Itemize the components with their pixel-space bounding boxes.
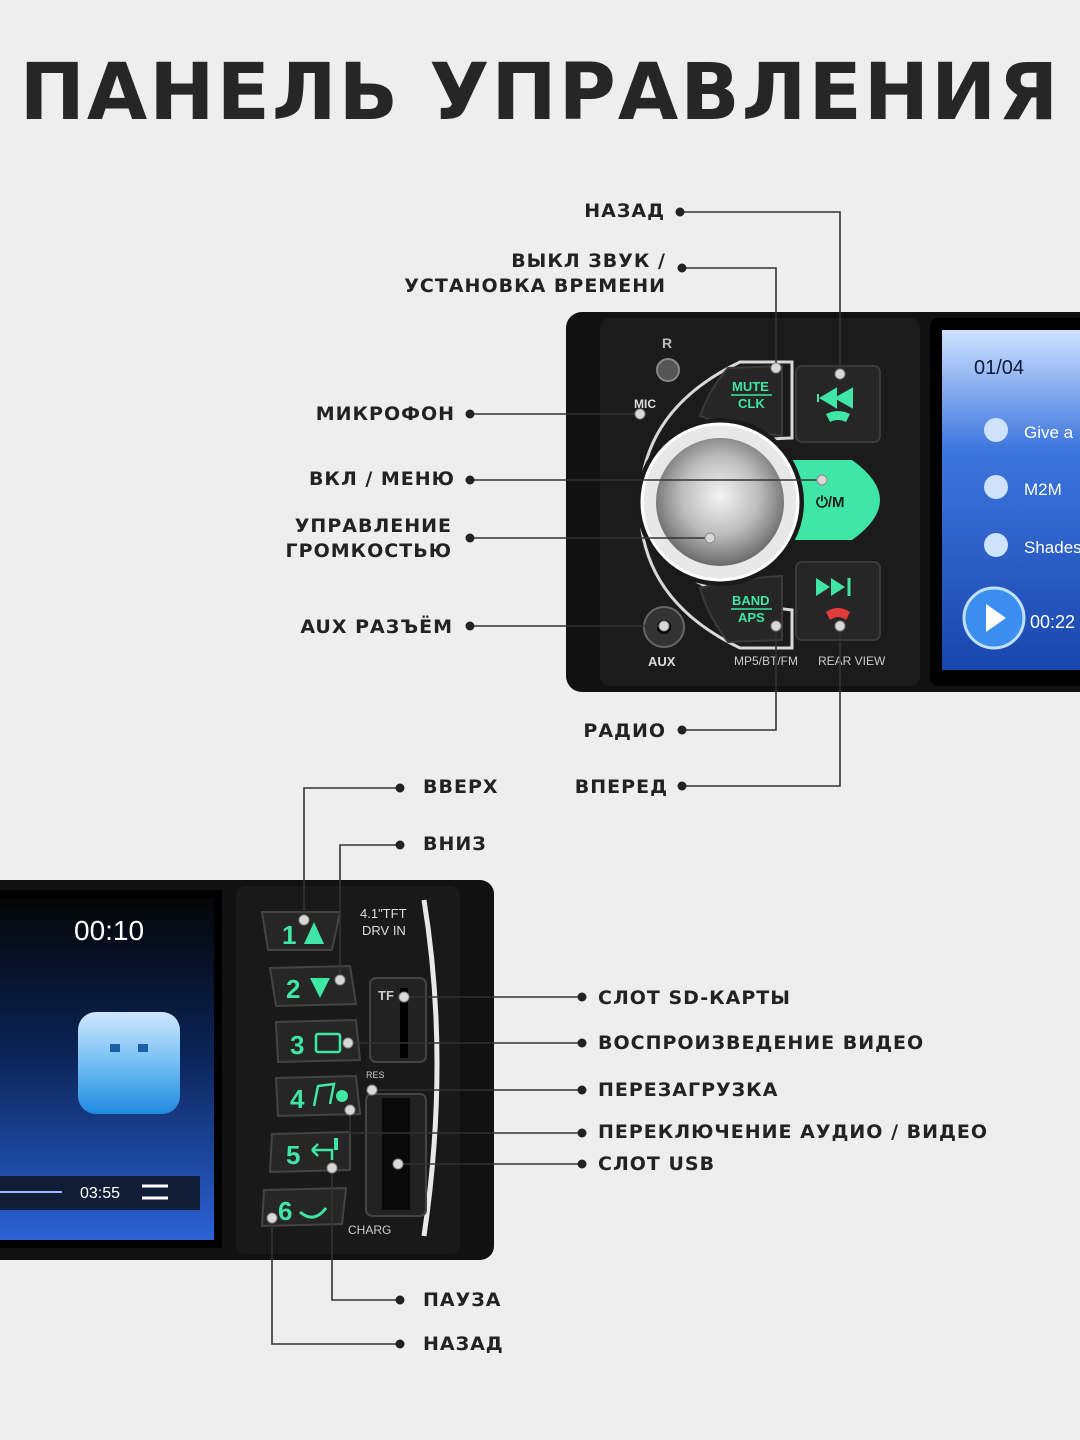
callout-reset: ПЕРЕЗАГРУЗКА [598,1079,779,1101]
screen-time: 00:22 [1030,612,1075,632]
repeat-icon [142,1184,168,1200]
callout-back-top: НАЗАД [584,200,665,222]
svg-text:CLK: CLK [738,396,765,411]
sd-card-slot[interactable] [369,977,427,1063]
bottom-head-unit: 00:10 03:55 4.1"TFT DRV IN TF RES CHARG … [0,880,494,1260]
screen-item-3: Shades [1024,538,1080,557]
tv-icon [314,1032,342,1054]
callout-pause: ПАУЗА [423,1289,502,1311]
callout-up: ВВЕРХ [423,776,499,798]
screen-track: 01/04 [974,357,1024,379]
music-note-icon [312,1082,336,1107]
volume-knob[interactable] [636,418,804,586]
ir-sensor [656,358,680,382]
button-6-back[interactable]: 6 [260,1186,348,1228]
svg-text:5: 5 [286,1140,300,1170]
phone-answer-icon [826,411,850,422]
svg-text:6: 6 [278,1196,292,1226]
mp5-label: MP5/BT/FM [734,654,798,668]
disc-icon [984,533,1008,557]
svg-text:APS: APS [738,610,765,625]
callout-volume-line1: УПРАВЛЕНИЕ [294,515,452,537]
svg-text:2: 2 [286,974,300,1004]
tft-label: 4.1"TFT [360,906,407,921]
svg-text:3: 3 [290,1030,304,1060]
callout-mute-line1: ВЫКЛ ЗВУК / [511,250,666,272]
bottom-leader-lines [271,787,582,1345]
svg-text:MUTE: MUTE [732,379,769,394]
tf-label: TF [378,988,394,1003]
rear-view-label: REAR VIEW [818,654,886,668]
svg-text:BAND: BAND [732,593,770,608]
mic-label: MIC [634,397,656,411]
svg-text:⏻/M: ⏻/M [816,494,845,511]
button-1-up[interactable]: 1 [260,911,342,951]
callout-volume-line2: ГРОМКОСТЬЮ [285,540,452,562]
screen-item-2: M2M [1024,480,1062,499]
callout-down: ВНИЗ [423,833,487,855]
button-3-video[interactable]: 3 [274,1018,362,1064]
callout-video: ВОСПРОИЗВЕДЕНИЕ ВИДЕО [598,1032,925,1054]
aux-label: AUX [648,654,676,669]
callout-power-menu: ВКЛ / МЕНЮ [308,468,455,490]
callout-usb-slot: СЛОТ USB [598,1153,716,1175]
callout-mic: МИКРОФОН [315,403,455,425]
top-leader-dots [465,207,687,791]
callout-av-switch: ПЕРЕКЛЮЧЕНИЕ АУДИО / ВИДЕО [598,1121,989,1143]
phone-hangup-icon [826,608,850,620]
svg-text:4: 4 [290,1084,305,1114]
charg-label: CHARG [348,1223,391,1237]
callout-back-bottom: НАЗАД [423,1333,504,1355]
callout-forward: ВПЕРЕД [574,776,668,798]
page-title: ПАНЕЛЬ УПРАВЛЕНИЯ [19,48,1061,138]
top-head-unit: 01/04 Give a M2M Shades 00:22 R MIC MUTE… [566,312,1080,692]
user-icon [984,475,1008,499]
button-2-down[interactable]: 2 [268,964,358,1008]
next-hangup-button[interactable] [795,561,881,641]
skip-forward-icon [816,578,845,596]
bottom-screen-duration: 03:55 [80,1185,120,1202]
top-leader-lines [470,211,841,787]
bottom-leader-dots [395,783,587,1349]
button-4-av-switch[interactable]: 4 [274,1074,362,1118]
back-arrow-icon [299,1207,328,1219]
usb-drive-icon [78,1012,180,1114]
screen-item-1: Give a [1024,423,1074,442]
bottom-screen-time: 00:10 [74,915,144,946]
button-5-pause[interactable]: 5 [268,1130,351,1174]
callout-sd-slot: СЛОТ SD-КАРТЫ [598,987,791,1009]
down-arrow-icon [310,978,330,998]
callout-mute-line2: УСТАНОВКА ВРЕМЕНИ [404,275,666,297]
svg-text:1: 1 [282,920,296,950]
callout-aux: AUX РАЗЪЁМ [300,616,453,638]
return-icon [311,1143,334,1160]
up-arrow-icon [304,922,324,944]
res-label: RES [366,1070,385,1080]
drv-in-label: DRV IN [362,923,406,938]
skip-back-icon [817,387,853,409]
callout-radio: РАДИО [583,720,666,742]
prev-call-button[interactable] [795,365,881,443]
ir-label: R [662,335,672,351]
music-note-icon [984,418,1008,442]
